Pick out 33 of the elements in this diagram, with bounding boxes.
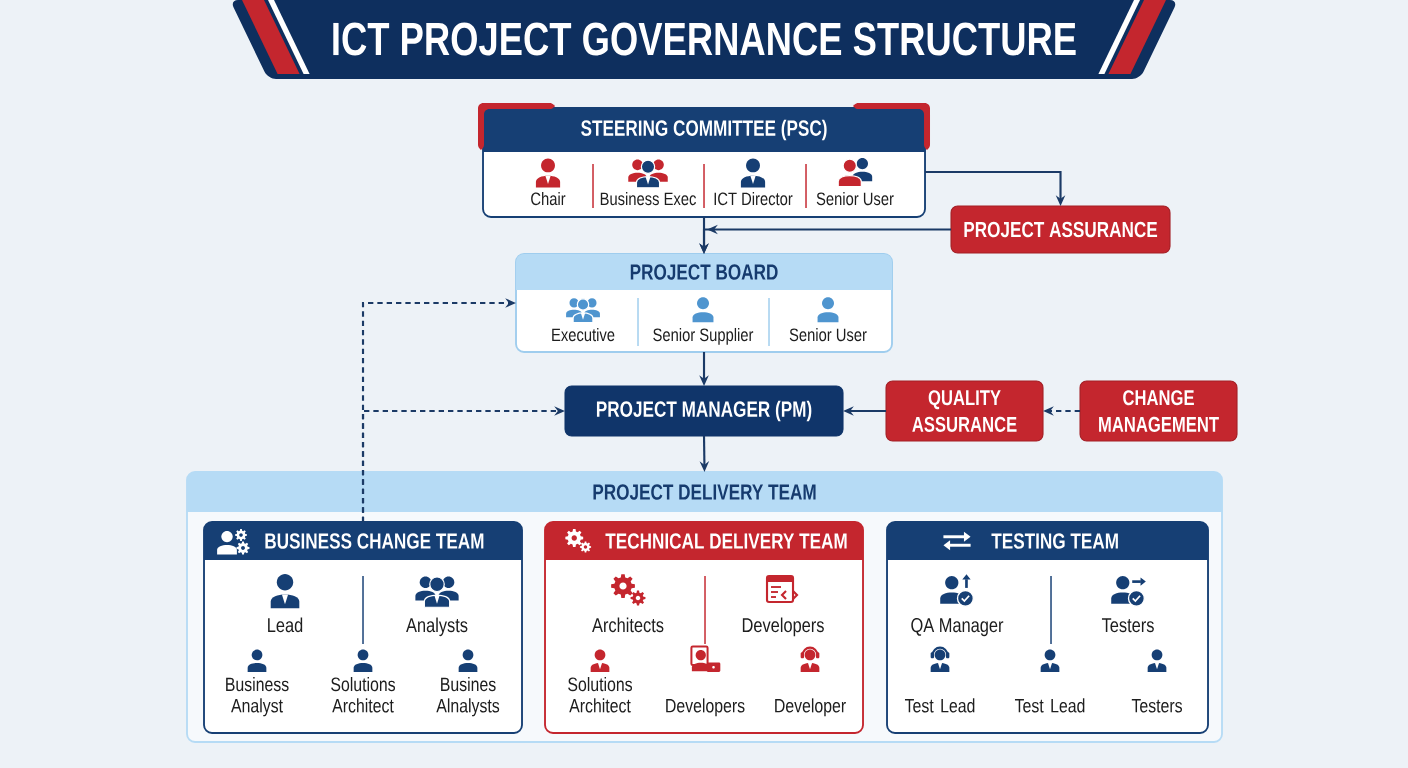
role-label: Busines Alnalysts	[436, 677, 500, 717]
role-label: Testers	[1101, 618, 1154, 633]
header-band: STEERING COMMITTEE (PSC)	[478, 103, 930, 152]
role-label: Executive	[552, 327, 615, 342]
role-label: ICT Director	[714, 191, 793, 206]
role-label: Developer	[775, 698, 846, 717]
role-label: Architects	[592, 617, 664, 633]
role-label: Analysts	[406, 617, 468, 637]
role-label: Testers	[1131, 699, 1182, 713]
role-label: Developers	[666, 698, 745, 717]
role-label: Senior User	[816, 191, 894, 206]
role-label: Business Analyst	[226, 677, 289, 717]
role-label: Senior User	[789, 327, 867, 342]
role-label: Developers	[742, 617, 824, 637]
role-box: PROJECT ASSURANCE	[950, 205, 1171, 254]
header-band: TESTING TEAM	[887, 522, 1208, 560]
role-label: Test Lead	[905, 698, 975, 713]
header-band: BUSINESS CHANGE TEAM	[204, 522, 522, 560]
role-label: Solutions Architect	[331, 677, 396, 713]
role-label: Lead	[268, 617, 303, 633]
role-label: Solutions Architect	[568, 677, 633, 713]
title-banner: ICT PROJECT GOVERNANCE STRUCTURE	[232, 0, 1176, 79]
header-band: PROJECT BOARD	[516, 254, 892, 290]
header-band: TECHNICAL DELIVERY TEAM	[545, 522, 863, 560]
role-box: QUALITY ASSURANCE	[885, 380, 1044, 442]
role-label: Chair	[531, 191, 566, 206]
role-label: Business Exec	[600, 191, 696, 206]
role-box: PROJECT MANAGER (PM)	[564, 385, 844, 437]
role-label: QA Manager	[911, 618, 1004, 637]
role-label: Test Lead	[1015, 698, 1085, 713]
header-band: PROJECT DELIVERY TEAM	[187, 472, 1222, 512]
role-box: CHANGE MANAGEMENT	[1079, 380, 1238, 442]
role-label: Senior Supplier	[653, 327, 754, 345]
